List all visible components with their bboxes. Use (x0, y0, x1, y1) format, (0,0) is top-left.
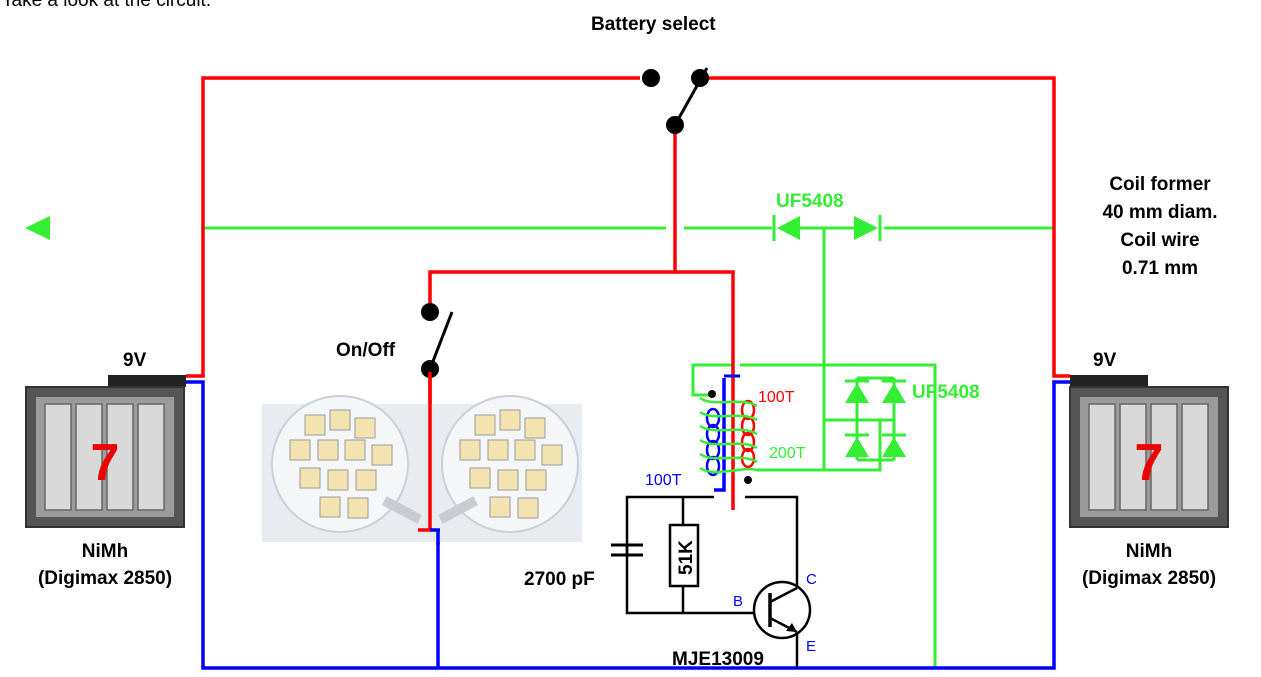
turns-red-label: 100T (758, 389, 795, 406)
battery-model-left: (Digimax 2850) (38, 568, 172, 589)
resistor (668, 523, 700, 588)
battery-model-right: (Digimax 2850) (1082, 568, 1216, 589)
diode-uf5408-top (25, 215, 882, 241)
resistor-label: 51K (676, 540, 697, 575)
led-disc-left (271, 395, 423, 533)
turns-green-label: 200T (769, 445, 806, 462)
battery-count-left: 7 (91, 434, 120, 492)
ground-wires (625, 495, 799, 668)
pin-b-label: B (733, 593, 743, 610)
turns-blue-label: 100T (645, 472, 682, 489)
transformer (699, 374, 758, 484)
coil-former-label: Coil former (1109, 174, 1211, 195)
led-photo (262, 395, 582, 542)
capacitor-label: 2700 pF (524, 569, 595, 590)
coil-diameter-label: 40 mm diam. (1102, 202, 1217, 223)
battery-right (1069, 375, 1229, 528)
coil-wire-size-label: 0.71 mm (1122, 258, 1198, 279)
transistor-label: MJE13009 (672, 649, 764, 670)
coil-blue (705, 407, 721, 477)
output-wires (203, 226, 1054, 668)
diode-bridge (845, 376, 906, 462)
battery-count-right: 7 (1135, 434, 1164, 492)
transistor (752, 580, 812, 640)
battery-type-left: NiMh (82, 541, 128, 562)
battery-select-label: Battery select (591, 14, 716, 35)
intro-text: Take a look at the circuit. (2, 0, 212, 11)
voltage-left-label: 9V (123, 350, 147, 371)
led-disc-right (437, 395, 579, 533)
led-wires (418, 372, 440, 545)
diode-top-label: UF5408 (776, 191, 844, 212)
diode-bridge-label: UF5408 (912, 382, 980, 403)
voltage-right-label: 9V (1093, 350, 1117, 371)
coil-green (699, 396, 758, 474)
capacitor (611, 543, 643, 557)
on-off-switch (421, 303, 454, 378)
pin-c-label: C (806, 571, 817, 588)
battery-select-switch (642, 67, 709, 134)
coil-wire-label: Coil wire (1120, 230, 1199, 251)
battery-type-right: NiMh (1126, 541, 1172, 562)
battery-left (25, 375, 186, 528)
on-off-label: On/Off (336, 340, 396, 361)
pin-e-label: E (806, 638, 816, 655)
